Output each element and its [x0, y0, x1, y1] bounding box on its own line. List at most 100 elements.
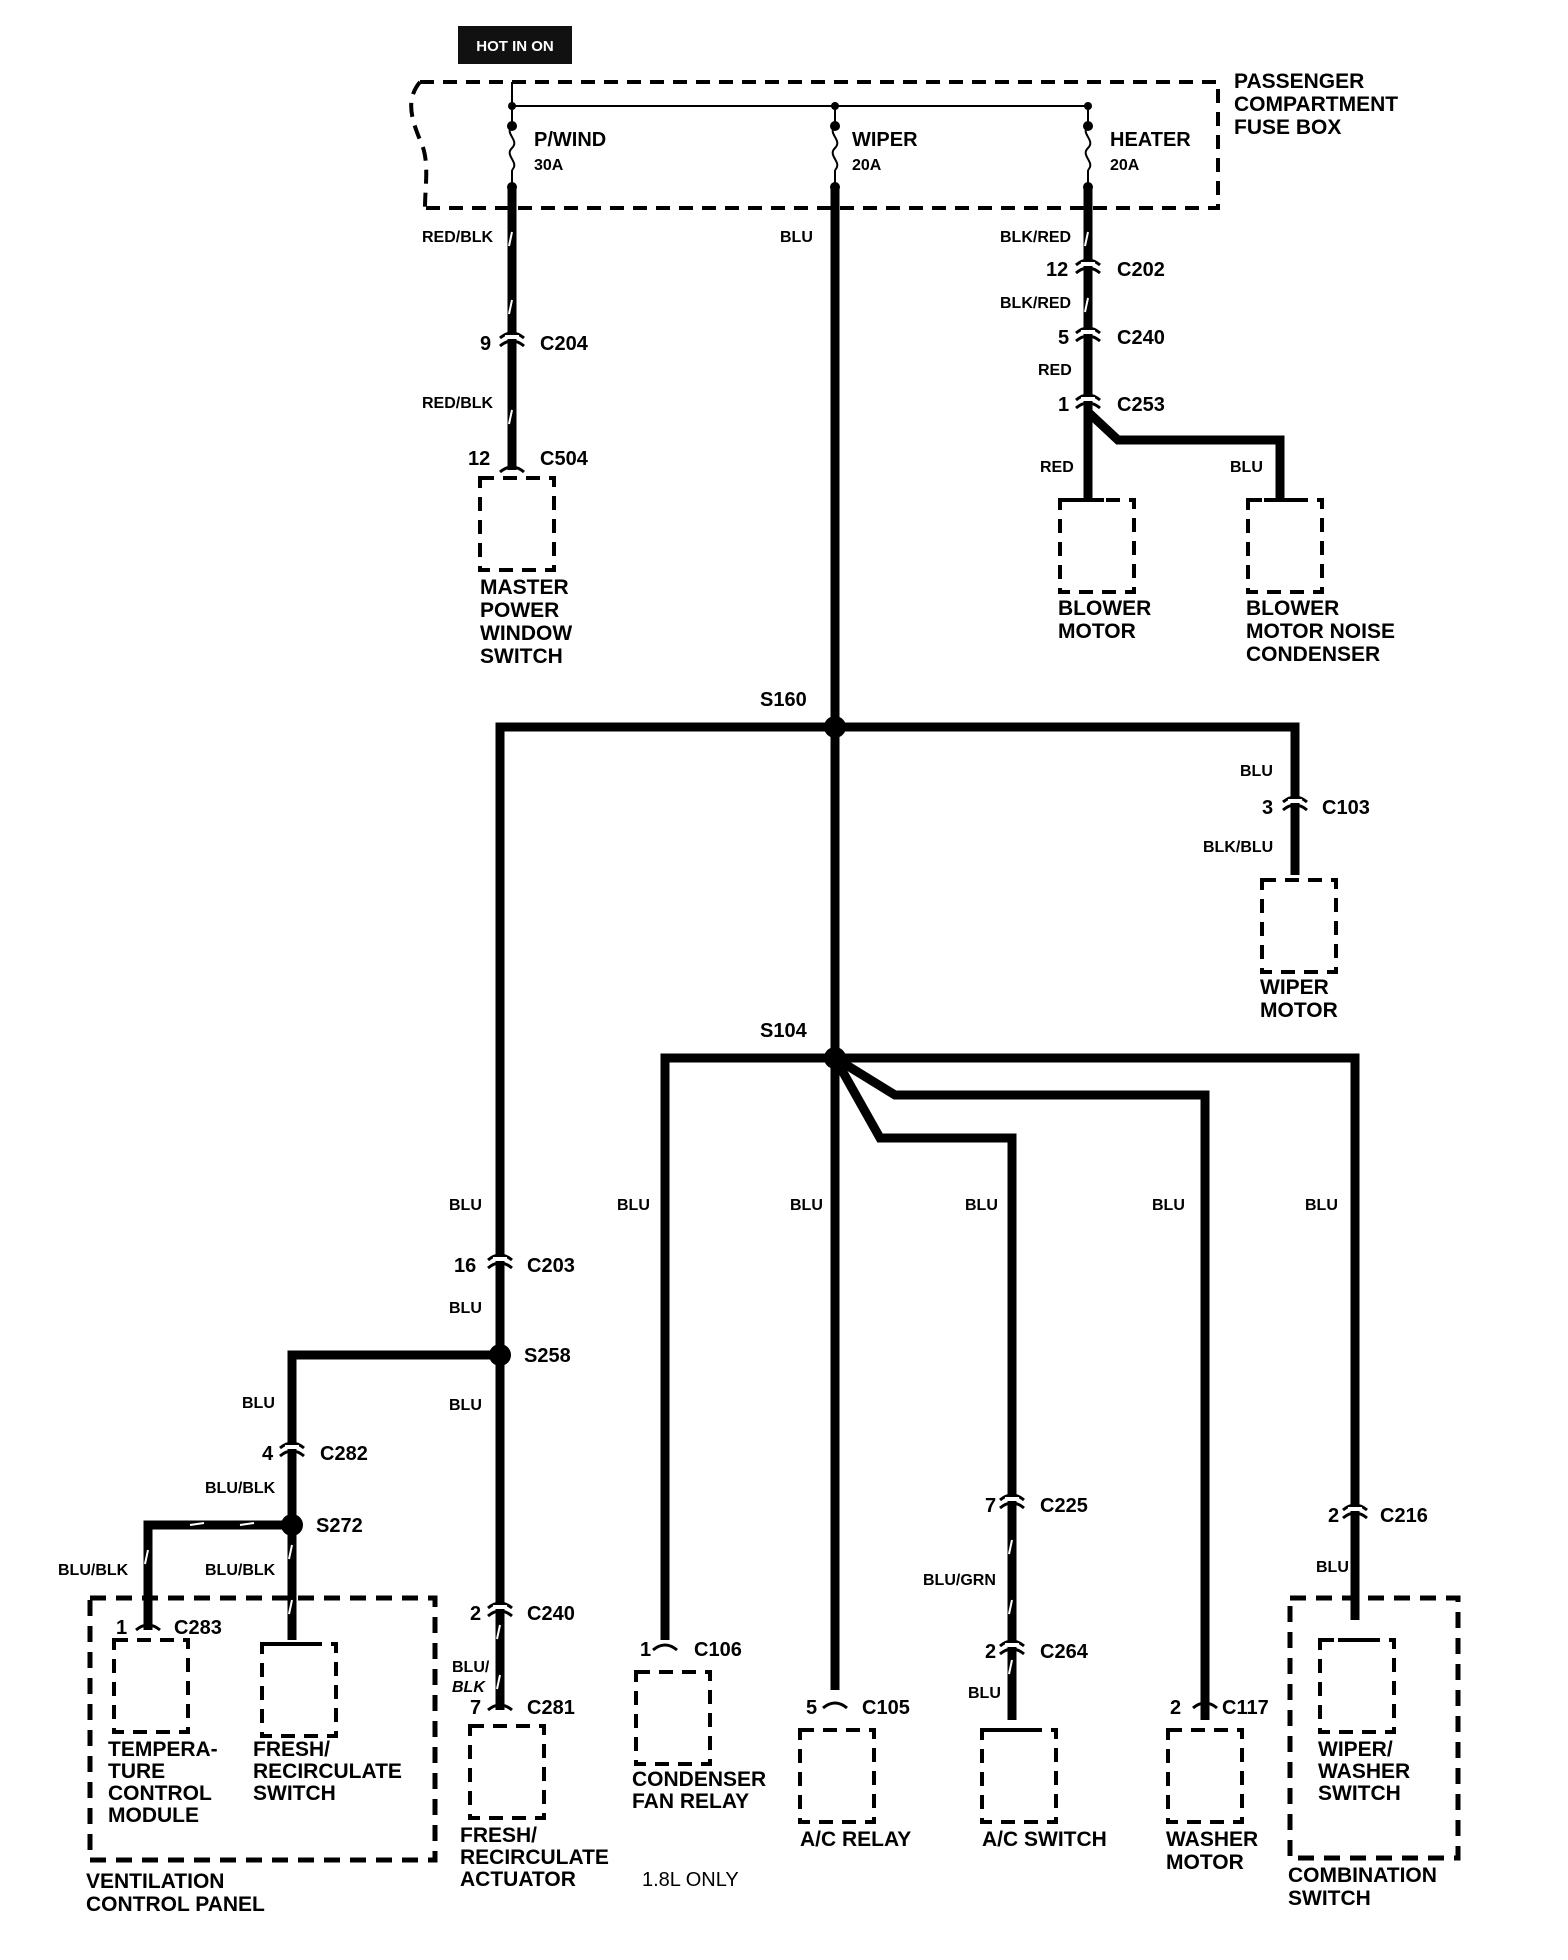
master-window-l4: SWITCH: [480, 645, 563, 668]
wire-label-blu-combination: BLU: [1305, 1197, 1338, 1214]
c225-name: C225: [1040, 1495, 1088, 1517]
c106-pin: 1: [640, 1639, 651, 1661]
fusebox-name-line1: PASSENGER: [1234, 70, 1364, 93]
fresh-actuator-box: [468, 1724, 546, 1820]
fuse-pwind-rating: 30A: [534, 157, 564, 174]
combination-l1: COMBINATION: [1288, 1864, 1437, 1887]
c105-pin: 5: [806, 1697, 817, 1719]
splice-s104-label: S104: [760, 1020, 808, 1042]
c240-bottom-name: C240: [527, 1603, 575, 1625]
master-window-l3: WINDOW: [480, 622, 572, 645]
c282-pin: 4: [262, 1443, 274, 1465]
hot-in-on-badge: HOT IN ON: [458, 26, 572, 64]
wire-label-blu-washer: BLU: [1152, 1197, 1185, 1214]
wire-label-blu-grn: BLU/GRN: [923, 1572, 996, 1589]
wire-label-blu-c203: BLU: [449, 1300, 482, 1317]
c202-name: C202: [1117, 259, 1165, 281]
c106-name: C106: [694, 1639, 742, 1661]
passenger-fuse-box: P/WIND 30A WIPER 20A HEATER 20A PASSENGE…: [409, 70, 1398, 210]
fresh-switch-l3: SWITCH: [253, 1782, 336, 1805]
wire-label-blk-red-1: BLK/RED: [1000, 229, 1071, 246]
c240-bottom-pin: 2: [470, 1603, 481, 1625]
wire-label-blu-noise: BLU: [1230, 459, 1263, 476]
c264-pin: 2: [985, 1641, 996, 1663]
connector-symbols: [135, 258, 1368, 1712]
wire-label-blu-condenser: BLU: [617, 1197, 650, 1214]
c117-pin: 2: [1170, 1697, 1181, 1719]
wire-label-blu-c282: BLU: [242, 1395, 275, 1412]
temp-module-l1: TEMPERA-: [108, 1738, 218, 1761]
components: [87, 476, 1461, 1863]
temp-module-l3: CONTROL: [108, 1782, 212, 1805]
c203-pin: 16: [454, 1255, 476, 1277]
fresh-switch-l1: FRESH/: [253, 1738, 330, 1761]
c203-name: C203: [527, 1255, 575, 1277]
fresh-actuator-l2: RECIRCULATE: [460, 1846, 609, 1869]
vent-panel-l2: CONTROL PANEL: [86, 1893, 265, 1916]
c105-name: C105: [862, 1697, 910, 1719]
c504-name: C504: [540, 448, 589, 470]
wire-label-blu-acrelay: BLU: [790, 1197, 823, 1214]
condenser-relay-l2: FAN RELAY: [632, 1790, 749, 1813]
splice-s272-label: S272: [316, 1515, 363, 1537]
c281-name: C281: [527, 1697, 575, 1719]
noise-condenser-box: [1246, 498, 1324, 594]
splices: S160 S104 S258 S272: [281, 689, 846, 1537]
condenser-relay-box: [634, 1670, 712, 1766]
c282-symbol: [279, 1441, 305, 1458]
c103-pin: 3: [1262, 797, 1273, 819]
note-1-8l-only: 1.8L ONLY: [642, 1869, 739, 1891]
c105-symbol: [822, 1701, 848, 1710]
wire-label-red-1: RED: [1038, 362, 1072, 379]
wire-label-blu-wiper: BLU: [780, 229, 813, 246]
temp-module-l2: TURE: [108, 1760, 165, 1783]
ac-switch-label: A/C SWITCH: [982, 1828, 1107, 1851]
fuse-wiper-name: WIPER: [852, 129, 918, 151]
c225-symbol: [999, 1493, 1025, 1510]
c240-top-pin: 5: [1058, 327, 1069, 349]
c216-name: C216: [1380, 1505, 1428, 1527]
component-labels: MASTER POWER WINDOW SWITCH BLOWER MOTOR …: [86, 576, 1437, 1916]
fresh-actuator-l3: ACTUATOR: [460, 1868, 576, 1891]
wiper-motor-l2: MOTOR: [1260, 999, 1338, 1022]
wire-labels: RED/BLK RED/BLK BLU BLK/RED BLK/RED RED …: [58, 229, 1349, 1702]
fresh-switch-box: [260, 1642, 338, 1738]
splice-s160-label: S160: [760, 689, 807, 711]
wire-label-blk-blu: BLK/BLU: [1203, 839, 1273, 856]
connector-gaps: [285, 262, 1362, 1647]
fresh-actuator-l1: FRESH/: [460, 1824, 537, 1847]
c504-symbol: [499, 465, 525, 474]
temp-module-box: [112, 1638, 190, 1734]
c106-symbol: [652, 1643, 678, 1652]
combination-l2: SWITCH: [1288, 1887, 1371, 1910]
wiper-washer-l1: WIPER/: [1318, 1738, 1393, 1761]
wire-label-blu-left: BLU: [449, 1197, 482, 1214]
blower-motor-l1: BLOWER: [1058, 597, 1151, 620]
c253-name: C253: [1117, 394, 1165, 416]
c103-symbol: [1282, 795, 1308, 812]
washer-motor-box: [1166, 1728, 1244, 1824]
ventilation-panel-box: [87, 1595, 438, 1863]
c264-name: C264: [1040, 1641, 1089, 1663]
fresh-switch-l2: RECIRCULATE: [253, 1760, 402, 1783]
c253-pin: 1: [1058, 394, 1069, 416]
c264-symbol: [999, 1639, 1025, 1656]
wire-label-red-blk-1: RED/BLK: [422, 229, 494, 246]
c202-pin: 12: [1046, 259, 1068, 281]
noise-condenser-l3: CONDENSER: [1246, 643, 1380, 666]
c117-name: C117: [1222, 1697, 1269, 1719]
washer-motor-l1: WASHER: [1166, 1828, 1258, 1851]
wiper-washer-switch-box: [1318, 1638, 1396, 1734]
c225-pin: 7: [985, 1495, 996, 1517]
c281-pin: 7: [470, 1697, 481, 1719]
noise-condenser-l2: MOTOR NOISE: [1246, 620, 1395, 643]
fuse-pwind-icon: [508, 125, 516, 171]
splice-s272: [281, 1514, 303, 1536]
wire-label-blu-acswitch: BLU: [965, 1197, 998, 1214]
washer-motor-l2: MOTOR: [1166, 1851, 1244, 1874]
wire-label-blu-blk-2: BLU/BLK: [58, 1562, 129, 1579]
wiper-motor-box: [1260, 878, 1338, 974]
splice-s258-label: S258: [524, 1345, 571, 1367]
c203-symbol: [487, 1253, 513, 1270]
blower-motor-box: [1058, 498, 1136, 594]
